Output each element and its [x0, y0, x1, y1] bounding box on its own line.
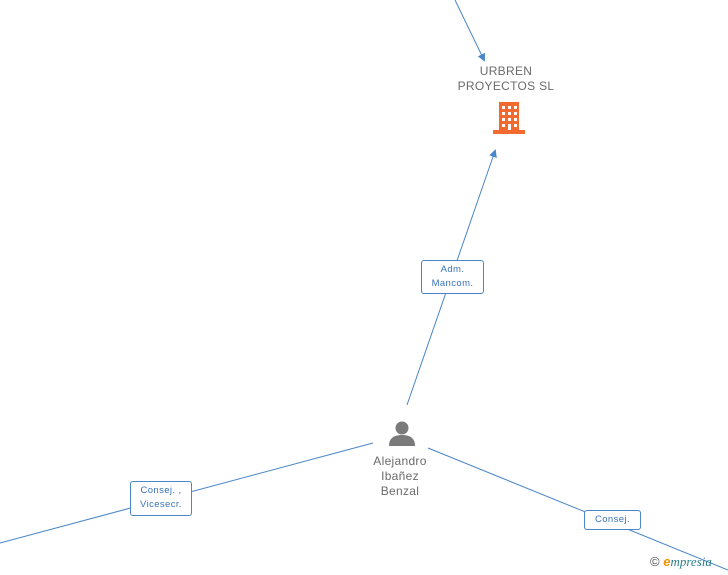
person-name[interactable]: Alejandro Ibañez Benzal [352, 454, 448, 499]
company-name-line1: URBREN [479, 64, 533, 78]
building-icon[interactable] [493, 102, 525, 134]
person-icon[interactable] [389, 421, 415, 447]
edge-label-vicesecr-line1: Consej. , [140, 485, 182, 496]
watermark-e: e [663, 554, 671, 569]
edge-person-right [427, 447, 728, 571]
edge-label-vicesecr-line2: Vicesecr. [140, 499, 182, 510]
watermark-rest: mpresia [670, 554, 712, 569]
edge-label-consej-line1: Consej. [594, 514, 630, 525]
edge-label-adm-mancom[interactable]: Adm. Mancom. [421, 260, 484, 294]
edge-label-consej[interactable]: Consej. [584, 510, 641, 530]
person-name-line3: Benzal [380, 484, 420, 498]
edge-label-adm-line1: Adm. [440, 264, 465, 275]
person-name-line1: Alejandro [373, 454, 427, 468]
edge-label-adm-line2: Mancom. [431, 278, 474, 289]
copyright-symbol: © [650, 554, 660, 569]
person-name-line2: Ibañez [381, 469, 419, 483]
empresia-watermark: © empresia [650, 554, 712, 570]
edge-incoming-company [454, 0, 485, 62]
company-name-line2: PROYECTOS SL [457, 79, 555, 93]
company-name[interactable]: URBREN PROYECTOS SL [446, 64, 566, 94]
edge-label-consej-vicesecr[interactable]: Consej. , Vicesecr. [130, 481, 192, 516]
